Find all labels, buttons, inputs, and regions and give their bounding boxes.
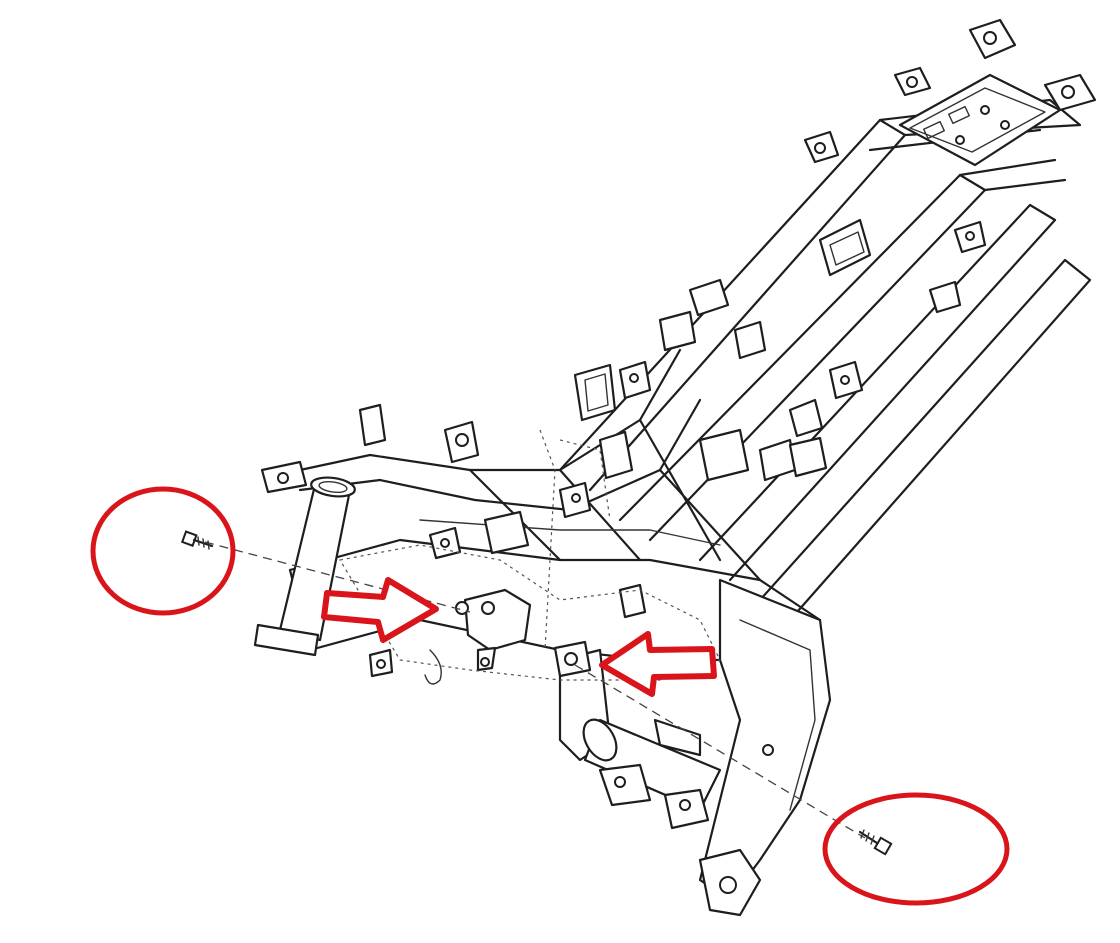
rear-mounting-bolt [858, 829, 893, 856]
rear-subframe [558, 18, 1097, 622]
left-engine-mount-point [368, 588, 532, 678]
arrow-left-icon [599, 631, 717, 697]
front-mounting-bolt [180, 530, 214, 550]
steering-head [253, 460, 442, 685]
front-bolt-callout-circle [90, 486, 236, 616]
upper-brackets [358, 310, 828, 619]
frame-drawing [204, 18, 1097, 917]
engine-outline [339, 544, 721, 681]
rear-bolt-guide [574, 664, 866, 839]
rear-bolt-callout-circle [822, 792, 1010, 906]
arrow-right-icon [321, 577, 439, 643]
main-frame [288, 348, 832, 917]
bolt-icon [180, 530, 214, 550]
right-engine-mount-point [553, 640, 592, 678]
bolt-icon [858, 829, 893, 856]
